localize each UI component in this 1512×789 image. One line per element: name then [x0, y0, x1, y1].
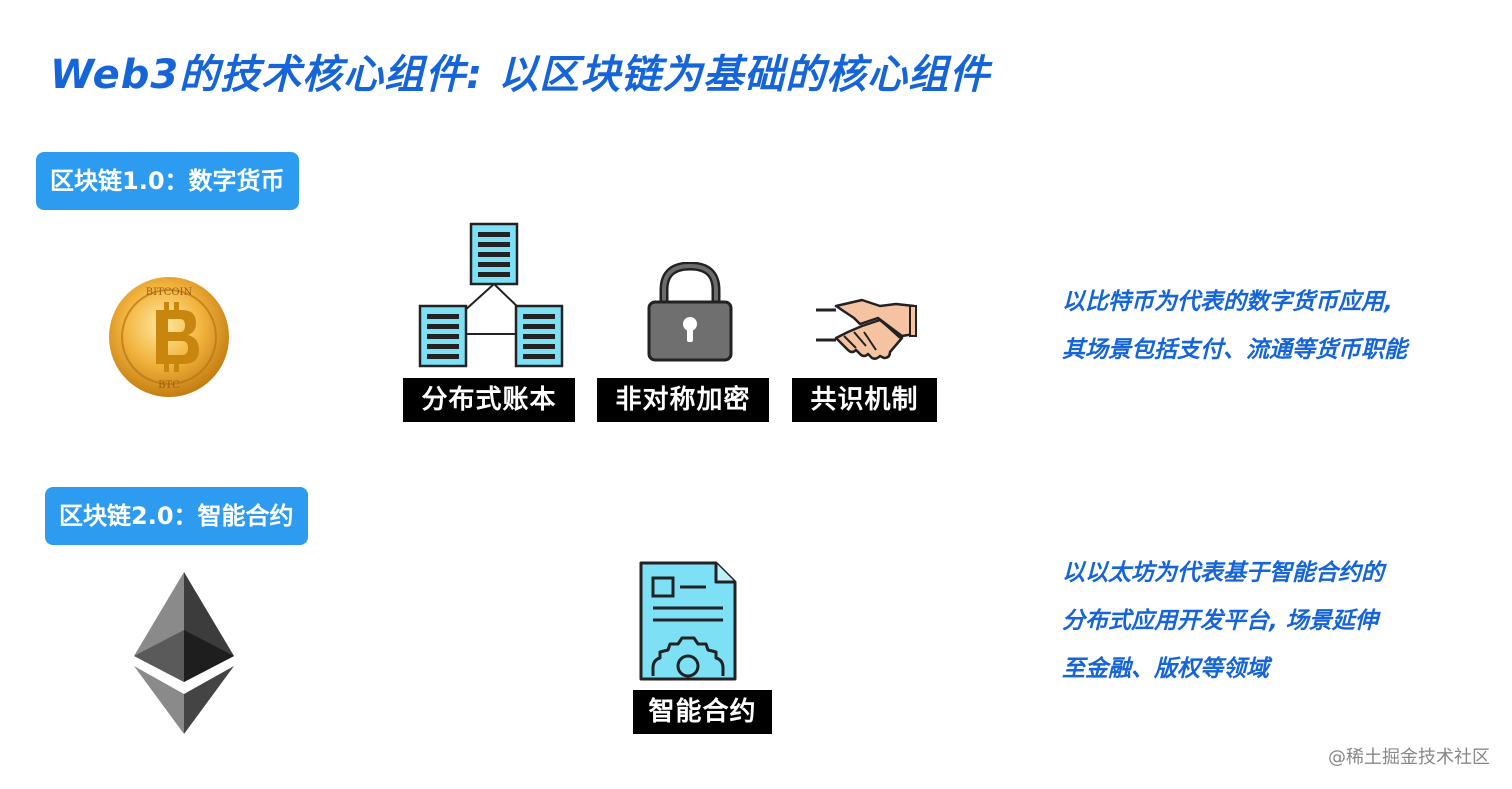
smart-contract-icon — [638, 560, 738, 682]
distributed-ledger-label: 分布式账本 — [403, 378, 575, 422]
section2-description-line: 以以太坊为代表基于智能合约的 — [1062, 560, 1384, 586]
page-title: Web3的技术核心组件: 以区块链为基础的核心组件 — [50, 52, 991, 98]
padlock-icon — [646, 261, 734, 364]
section1-description-line: 以比特币为代表的数字货币应用, — [1062, 289, 1393, 315]
section2-badge: 区块链2.0：智能合约 — [45, 487, 308, 545]
distributed-ledger-icon — [418, 222, 566, 372]
handshake-icon — [814, 292, 918, 362]
asymmetric-encryption-label: 非对称加密 — [597, 378, 769, 422]
ethereum-icon — [132, 570, 236, 736]
consensus-mechanism-label: 共识机制 — [792, 378, 937, 422]
bitcoin-coin-icon: BITCOIN BTC — [104, 272, 234, 402]
section1-badge: 区块链1.0：数字货币 — [36, 152, 299, 210]
section1-description: 以比特币为代表的数字货币应用, 其场景包括支付、流通等货币职能 — [1062, 278, 1407, 374]
coin-top-text: BITCOIN — [146, 287, 193, 298]
section2-description: 以以太坊为代表基于智能合约的 分布式应用开发平台, 场景延伸 至金融、版权等领域 — [1062, 549, 1384, 693]
coin-bottom-text: BTC — [158, 380, 180, 391]
smart-contract-label: 智能合约 — [633, 690, 772, 734]
section1-description-line: 其场景包括支付、流通等货币职能 — [1062, 337, 1407, 363]
section2-description-line: 分布式应用开发平台, 场景延伸 — [1062, 608, 1378, 634]
watermark: @稀土掘金技术社区 — [1328, 747, 1490, 768]
section2-description-line: 至金融、版权等领域 — [1062, 656, 1269, 682]
